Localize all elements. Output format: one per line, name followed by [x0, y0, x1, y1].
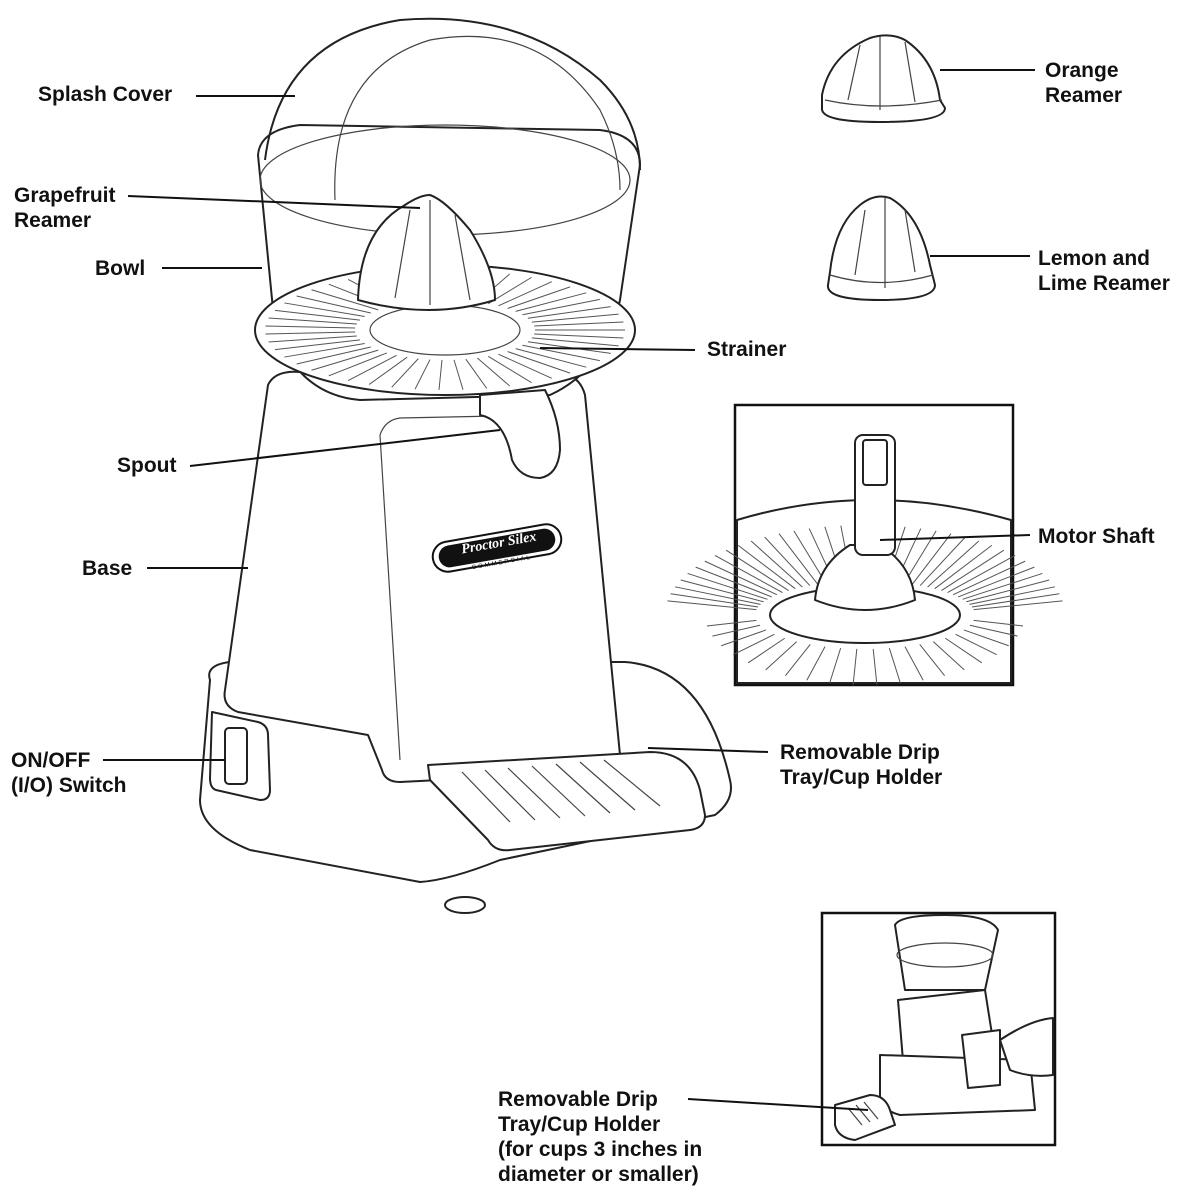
label-base: Base [82, 557, 133, 580]
drip-tray-inset-illustration [834, 914, 1054, 1141]
label-on-off-switch: ON/OFF(I/O) Switch [11, 749, 127, 797]
drip-tray [427, 751, 706, 852]
base-foot-pad [444, 896, 486, 914]
switch-rocker [224, 727, 248, 785]
label-splash-cover: Splash Cover [38, 83, 173, 106]
lemon-lime-reamer [826, 195, 936, 301]
base-front-edge [379, 414, 546, 761]
splash-cover [264, 17, 641, 171]
leader-lines [103, 69, 1035, 1111]
label-strainer: Strainer [707, 338, 787, 361]
spout [479, 389, 561, 479]
brand-logo [431, 523, 563, 573]
base-body [223, 370, 622, 783]
label-spout: Spout [117, 454, 177, 477]
drip-tray-ribs [461, 759, 661, 823]
label-motor-shaft: Motor Shaft [1038, 525, 1155, 548]
grapefruit-reamer [357, 194, 496, 311]
label-bowl: Bowl [95, 257, 146, 280]
orange-reamer [821, 34, 946, 123]
motor-shaft-inset [667, 434, 1063, 685]
